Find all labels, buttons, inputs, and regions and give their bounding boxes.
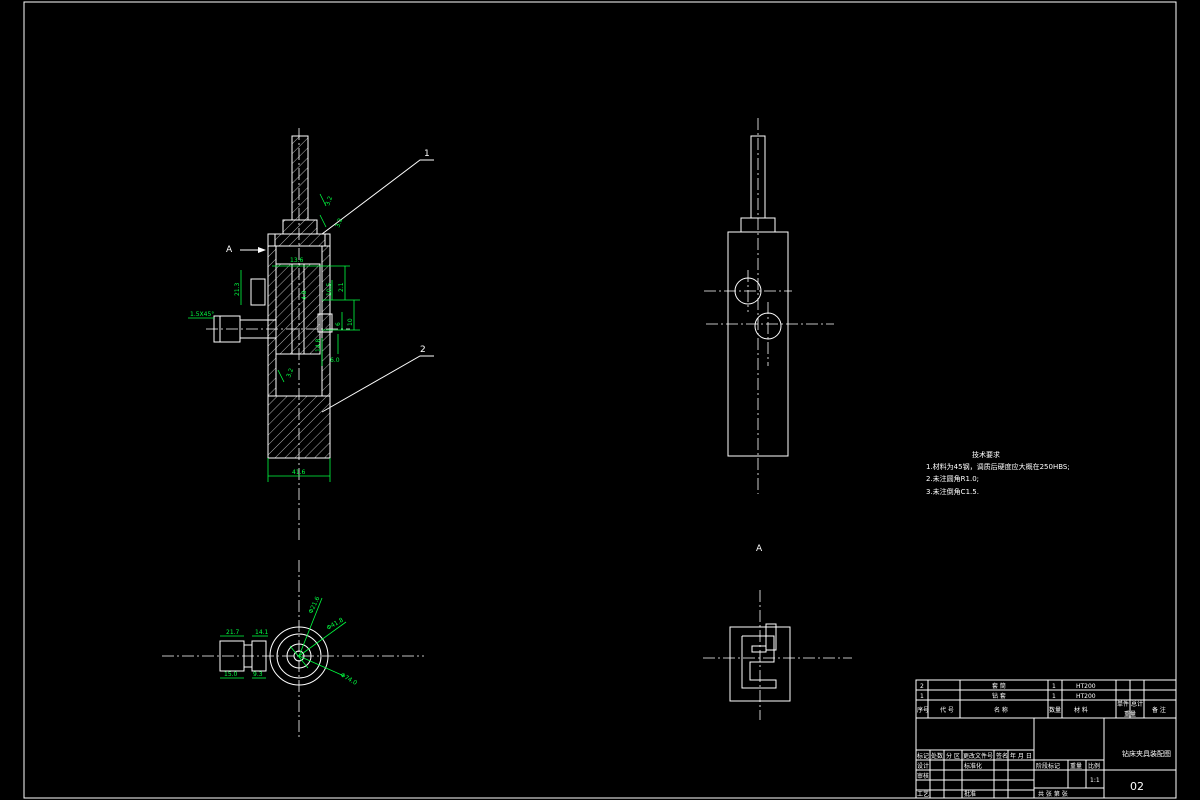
bom-row-1-qty: 1: [1052, 683, 1056, 690]
bom-header-remark: 备 注: [1152, 706, 1166, 714]
bom-row-1-no: 2: [920, 683, 924, 690]
scale-label: 比例: [1088, 762, 1100, 770]
bom-header-weight: 重量: [1124, 710, 1136, 718]
standardization-label: 标准化: [964, 762, 982, 770]
dim-right-2: 10.5: [326, 282, 333, 296]
bom-header-code: 代 号: [940, 706, 954, 714]
weight-label: 重量: [1070, 762, 1082, 770]
balloon-1: 1: [424, 149, 430, 159]
dim-right-5: 14.8: [315, 338, 322, 352]
drawing-name: 钻床夹具装配图: [1122, 749, 1171, 758]
dim-w1: 21.7: [226, 629, 240, 636]
drawing-number: 02: [1130, 780, 1144, 793]
view-label-a: A: [226, 245, 233, 255]
dim-w4: 9.3: [253, 671, 263, 678]
roughness-3: 3.2: [285, 367, 295, 379]
dim-right-4: 10: [347, 318, 354, 326]
bom-row-2-no: 1: [920, 693, 924, 700]
role-process: 工艺: [917, 790, 929, 798]
bom-row-1-name: 套 筒: [992, 682, 1006, 690]
bottom-plan-view: 21.7 14.1 15.0 9.3 Φ21.6 Φ41.8 Φ74.0: [162, 560, 424, 740]
bom-header-unit: 单件: [1117, 700, 1129, 708]
side-view: [704, 118, 834, 494]
bom-header-qty: 数量: [1049, 706, 1061, 714]
bom-row-1-material: HT200: [1076, 683, 1096, 690]
bom-row-2-name: 钻 套: [992, 692, 1006, 700]
dim-right-3: 6: [335, 322, 342, 326]
tech-req-line-3: 3.未注倒角C1.5.: [926, 487, 979, 496]
approve-label: 批准: [964, 790, 976, 798]
dim-inner: 4.8: [301, 290, 308, 300]
dim-bottom: 41.6: [292, 469, 306, 476]
bom-header-no: 序号: [917, 706, 929, 714]
tech-requirements: 技术要求 1.材料为45钢，调质后硬度应大概在250HBS; 2.未注圆角R1.…: [926, 450, 1070, 496]
rev-header-count: 处数: [931, 752, 943, 760]
sheets-label: 共 张 第 张: [1038, 790, 1068, 798]
chamfer-note: 1.5X45°: [190, 311, 214, 318]
tech-req-line-1: 1.材料为45钢，调质后硬度应大概在250HBS;: [926, 462, 1070, 471]
dim-dia3: Φ74.0: [339, 672, 358, 687]
roughness-2: 3.2: [334, 217, 344, 229]
dim-d-top: 13.6: [290, 257, 304, 264]
dim-w3: 15.0: [224, 671, 238, 678]
rev-header-zone: 分 区: [946, 752, 960, 760]
rev-header-mark: 标记: [917, 752, 929, 760]
main-section-view: A 1 2 1.5X45°: [188, 128, 434, 540]
tech-req-line-2: 2.未注圆角R1.0;: [926, 474, 979, 483]
sheet-border: [23, 1, 1177, 799]
section-label-a: A: [756, 544, 763, 554]
dim-right-1: 2.1: [338, 282, 345, 292]
balloon-2: 2: [420, 345, 426, 355]
bom-header-total: 总计: [1131, 700, 1143, 708]
rev-header-sign: 签名: [996, 752, 1008, 760]
dim-w2: 14.1: [255, 629, 269, 636]
dim-left-v: 21.3: [234, 282, 241, 296]
roughness-1: 3.2: [324, 195, 334, 207]
bom-row-2-qty: 1: [1052, 693, 1056, 700]
role-review: 审核: [917, 772, 929, 780]
section-a-view: A: [703, 544, 852, 720]
stage-marks-label: 阶段标记: [1036, 762, 1060, 770]
tech-req-title: 技术要求: [972, 450, 1000, 459]
dim-right-6: 6.0: [330, 357, 340, 364]
bom-header-name: 名 称: [994, 706, 1008, 714]
bom-row-2-material: HT200: [1076, 693, 1096, 700]
rev-header-date: 年 月 日: [1010, 752, 1032, 760]
bom-header-material: 材 料: [1074, 706, 1088, 714]
scale-value: 1:1: [1090, 777, 1100, 784]
role-design: 设计: [917, 762, 929, 770]
rev-header-doc: 更改文件号: [963, 752, 993, 760]
title-block: 2 套 筒 1 HT200 1 钻 套 1 HT200 序号 代 号 名 称 数…: [915, 679, 1177, 799]
